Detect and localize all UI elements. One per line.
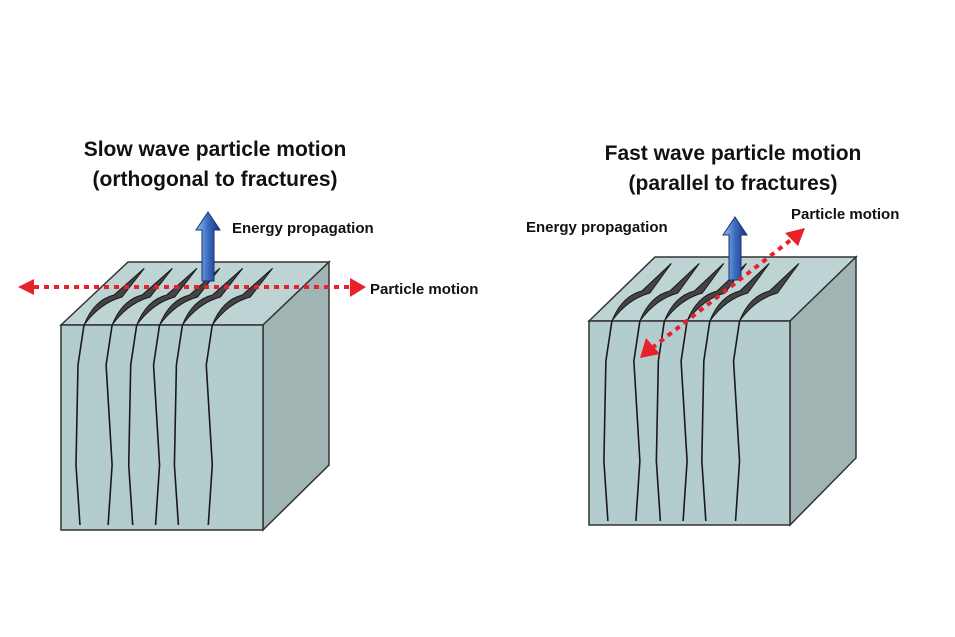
energy-propagation-arrow xyxy=(195,211,221,282)
fracture-line xyxy=(127,324,138,526)
fast-wave-title-line2: (parallel to fractures) xyxy=(629,172,838,195)
fracture-opening xyxy=(611,263,672,322)
energy-propagation-label: Energy propagation xyxy=(526,219,668,236)
energy-propagation-arrow xyxy=(722,216,748,281)
particle-motion-arrow xyxy=(18,278,366,297)
fractured-cube xyxy=(59,260,331,532)
fast-wave-title-line1: Fast wave particle motion xyxy=(605,142,862,165)
particle-motion-label: Particle motion xyxy=(370,281,478,298)
cube-front-face xyxy=(588,320,791,526)
slow-wave-title-line2: (orthogonal to fractures) xyxy=(93,168,338,191)
fracture-line xyxy=(152,324,161,526)
particle-motion-label: Particle motion xyxy=(791,206,899,223)
particle-motion-arrow xyxy=(640,228,805,358)
cube-front-face xyxy=(60,324,264,531)
fracture-opening xyxy=(83,267,145,326)
energy-propagation-label: Energy propagation xyxy=(232,220,374,237)
fracture-line xyxy=(633,320,641,522)
fracture-opening xyxy=(111,267,173,326)
fast-wave-panel: Fast wave particle motion (parallel to f… xyxy=(526,142,899,527)
slow-wave-panel: Slow wave particle motion (orthogonal to… xyxy=(18,138,478,532)
fracture-opening xyxy=(709,263,770,322)
fracture-opening xyxy=(663,263,725,322)
slow-wave-title-line1: Slow wave particle motion xyxy=(84,138,347,161)
fracture-line xyxy=(603,320,613,522)
fracture-line xyxy=(105,324,113,526)
fracture-line xyxy=(701,320,711,522)
fracture-opening xyxy=(639,263,700,322)
fractured-cube xyxy=(587,255,858,527)
fracture-line xyxy=(680,320,688,522)
fracture-line xyxy=(205,324,214,526)
fracture-opening xyxy=(739,263,800,322)
fracture-opening xyxy=(181,267,244,326)
fracture-line xyxy=(173,324,184,526)
fracture-line xyxy=(732,320,741,522)
fracture-line xyxy=(75,324,85,526)
fracture-opening xyxy=(159,267,221,326)
fracture-opening xyxy=(136,267,198,326)
fracture-opening xyxy=(211,267,273,326)
